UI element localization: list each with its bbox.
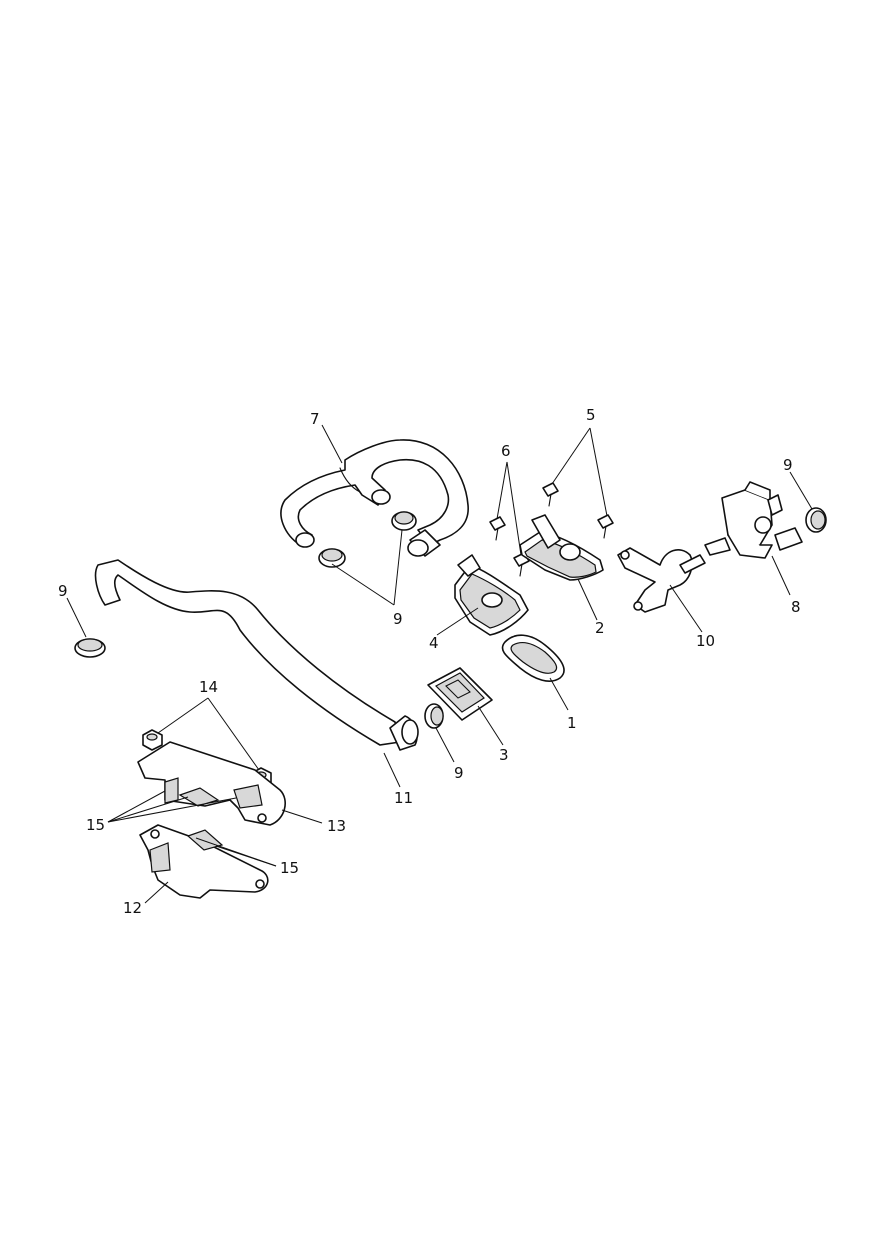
part-13-upper-bracket: [137, 741, 286, 826]
callout-13: 13: [327, 817, 346, 835]
callout-7: 7: [310, 410, 320, 428]
part-9-clip-c: [74, 638, 106, 658]
callout-9-reed: 9: [454, 764, 464, 782]
part-7-y-hose: [280, 439, 469, 557]
part-9-clip-e: [805, 507, 827, 533]
callout-1: 1: [567, 714, 577, 732]
part-10-bracket: [617, 547, 706, 613]
part-9-clip-b: [391, 511, 417, 531]
callout-9-hose7: 9: [393, 610, 403, 628]
callout-2: 2: [595, 619, 605, 637]
leader-lines: [66, 424, 813, 904]
callout-10: 10: [696, 632, 715, 650]
callout-15-right: 15: [280, 859, 299, 877]
callout-9-right: 9: [783, 456, 793, 474]
part-8-solenoid-valve: [704, 481, 803, 559]
callout-11: 11: [394, 789, 413, 807]
part-5-bolt-b: [597, 514, 614, 539]
callout-6: 6: [501, 442, 511, 460]
callout-5: 5: [586, 406, 596, 424]
callout-9-left: 9: [58, 582, 68, 600]
part-2-valve-housing: [519, 514, 604, 581]
callout-14: 14: [199, 678, 218, 696]
part-5-bolt-a: [542, 482, 559, 507]
part-9-clip-d: [424, 703, 444, 729]
part-14-nut-a: [142, 729, 163, 751]
part-1-gasket: [501, 634, 565, 682]
callout-labels: 7 5 6 9 9 9 9 4 2 10 8 1 3 11 14 15 15 1…: [58, 406, 801, 917]
part-4-valve-cover: [454, 554, 529, 636]
callout-3: 3: [499, 746, 509, 764]
part-9-clip-a: [318, 548, 346, 568]
part-6-bolt-a: [489, 516, 506, 541]
callout-15-left: 15: [86, 816, 105, 834]
part-12-lower-bracket: [139, 824, 269, 899]
callout-12: 12: [123, 899, 142, 917]
part-11-long-hose: [94, 559, 419, 751]
callout-8: 8: [791, 598, 801, 616]
callout-4: 4: [429, 634, 439, 652]
part-3-reed-plate: [427, 667, 493, 721]
